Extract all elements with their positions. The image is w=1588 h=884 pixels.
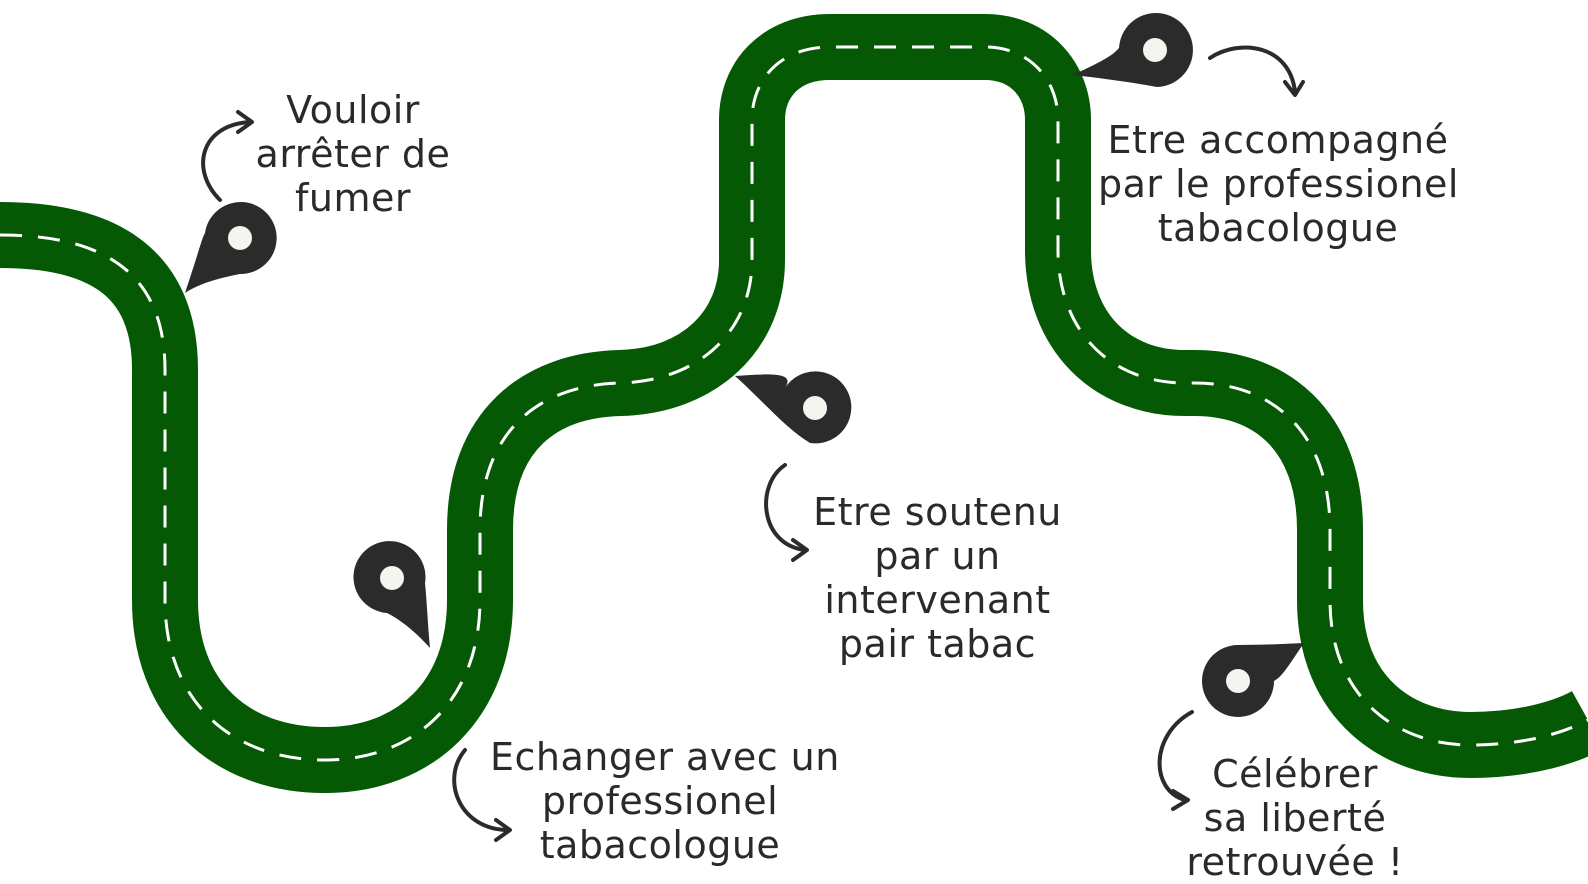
curved-arrow-icon — [1208, 45, 1305, 97]
milestone-label: Etre soutenu par un intervenant pair tab… — [813, 490, 1062, 666]
milestone-label: Célébrer sa liberté retrouvée ! — [1186, 752, 1404, 884]
curved-arrow-icon — [1157, 710, 1194, 811]
curved-arrow-icon — [201, 110, 254, 202]
milestone-label: Echanger avec un professionel tabacologu… — [490, 735, 840, 867]
map-pin-icon — [1202, 643, 1304, 717]
curved-arrow-icon — [452, 748, 512, 842]
map-pin-icon — [1073, 13, 1193, 87]
map-pin-icon — [185, 202, 277, 293]
milestone-label: Vouloir arrêter de fumer — [255, 88, 451, 220]
milestone-label: Etre accompagné par le professionel taba… — [1098, 118, 1459, 250]
curved-arrow-icon — [764, 463, 809, 562]
map-pin-icon — [735, 371, 852, 444]
map-pin-icon — [353, 541, 430, 648]
